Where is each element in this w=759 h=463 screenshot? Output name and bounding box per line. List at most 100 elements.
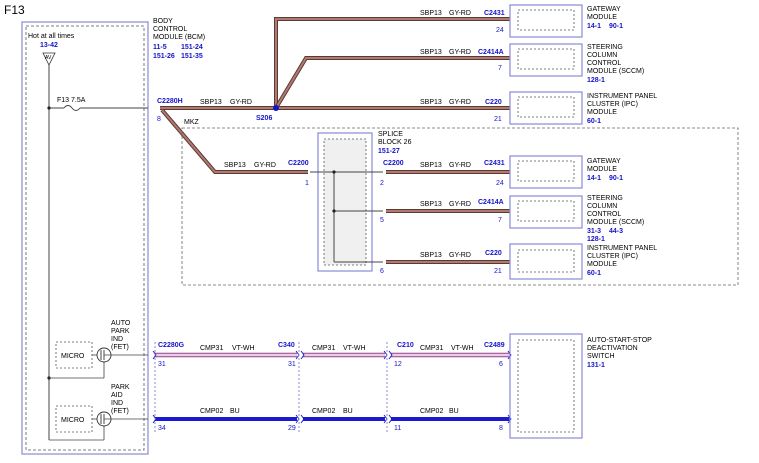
ipc-mid-name-1: INSTRUMENT PANEL: [587, 245, 657, 252]
pin-6: 6: [380, 268, 384, 275]
wire-color-gw-mid: GY-RD: [449, 162, 471, 169]
conn-c340: C340: [278, 342, 295, 349]
conn-c2200-right: C2200: [383, 160, 404, 167]
av-triangle-icon: [42, 52, 56, 66]
conn-c2200-left: C2200: [288, 160, 309, 167]
pin-31-a: 31: [158, 361, 166, 368]
wire-color-bu-b: BU: [343, 408, 353, 415]
pin-24-mid: 24: [496, 180, 504, 187]
wire-color-main: GY-RD: [230, 99, 252, 106]
auto-park-line2: PARK: [111, 328, 130, 335]
pin-31-b: 31: [288, 361, 296, 368]
pin-6-b: 6: [499, 361, 503, 368]
pin-21-mid: 21: [494, 268, 502, 275]
bcm-inner-frame: [25, 25, 145, 451]
pin-7-mid: 7: [498, 217, 502, 224]
conn-c2414a-top: C2414A: [478, 49, 504, 56]
gw-top-ref-1: 14-1: [587, 23, 601, 30]
splice-name-1: SPLICE: [378, 131, 403, 138]
sccm-top-name-3: CONTROL: [587, 60, 621, 67]
auto-park-line1: AUTO: [111, 320, 131, 327]
conn-c2489: C2489: [484, 342, 505, 349]
wire-color-bu-a: BU: [230, 408, 240, 415]
wire-color-sccm-mid: GY-RD: [449, 201, 471, 208]
hot-ref: 13-42: [40, 42, 58, 49]
mkz-label: MKZ: [184, 119, 200, 126]
bcm-name-1: BODY: [153, 18, 173, 25]
sccm-top-name-2: COLUMN: [587, 52, 617, 59]
wire-sbp13-ipc-mid: SBP13: [420, 252, 442, 259]
pin-5: 5: [380, 217, 384, 224]
hot-at-all-times-label: Hot at all times: [28, 33, 75, 40]
bcm-name-3: MODULE (BCM): [153, 34, 205, 41]
park-aid-line2: AID: [111, 392, 123, 399]
wire-color-vtwh-c: VT-WH: [451, 345, 474, 352]
micro-1-label: MICRO: [61, 353, 85, 360]
wire-cmp02-c: CMP02: [420, 408, 443, 415]
wire-color-gw: GY-RD: [449, 10, 471, 17]
gateway-module-top: [509, 4, 583, 38]
ipc-top-ref-1: 60-1: [587, 118, 601, 125]
pin-8-b: 8: [499, 425, 503, 432]
ipc-top-name-3: MODULE: [587, 109, 617, 116]
wire-cmp02-b: CMP02: [312, 408, 335, 415]
wire-sbp13-main: SBP13: [200, 99, 222, 106]
pin-24-top: 24: [496, 27, 504, 34]
park-aid-line3: IND: [111, 400, 123, 407]
sccm-mid-name-2: COLUMN: [587, 203, 617, 210]
pin-11: 11: [394, 425, 401, 432]
bcm-ref-1: 11-5: [153, 44, 167, 51]
wire-color-vtwh-b: VT-WH: [343, 345, 366, 352]
mkz-option-frame: [181, 127, 739, 286]
conn-c2431-mid: C2431: [484, 160, 505, 167]
ipc-module-mid: [509, 243, 583, 280]
gw-top-name-1: GATEWAY: [587, 6, 621, 13]
gy-rd-wires-mkz: [386, 170, 510, 264]
wire-sbp13-sccm-mid: SBP13: [420, 201, 442, 208]
gateway-module-mid: [509, 155, 583, 189]
auto-park-line3: IND: [111, 336, 123, 343]
micro-2-label: MICRO: [61, 417, 85, 424]
wire-sbp13-sccm: SBP13: [420, 49, 442, 56]
conn-c210: C210: [397, 342, 414, 349]
sccm-mid-name-3: CONTROL: [587, 211, 621, 218]
sccm-top-name-4: MODULE (SCCM): [587, 68, 644, 75]
pin-21-top: 21: [494, 116, 502, 123]
auto-park-line4: (FET): [111, 344, 129, 351]
svg-text:AV: AV: [45, 55, 52, 61]
bcm-module: Hot at all times 13-42 AV F13 7.5A MICRO…: [21, 21, 149, 455]
pin-8: 8: [157, 116, 161, 123]
ipc-mid-ref-1: 60-1: [587, 270, 601, 277]
park-aid-line1: PARK: [111, 384, 130, 391]
gw-mid-ref-2: 90-1: [609, 175, 623, 182]
sccm-mid-name-1: STEERING: [587, 195, 623, 202]
ipc-top-name-1: INSTRUMENT PANEL: [587, 93, 657, 100]
assd-name-1: AUTO-START-STOP: [587, 337, 652, 344]
conn-c2280g: C2280G: [158, 342, 185, 349]
wire-sbp13-gw-mid: SBP13: [420, 162, 442, 169]
conn-c220-top: C220: [485, 99, 502, 106]
wire-color-ipc: GY-RD: [449, 99, 471, 106]
gw-top-ref-2: 90-1: [609, 23, 623, 30]
splice-s206-label: S206: [256, 115, 272, 122]
sccm-module-top: [509, 43, 583, 77]
ipc-top-name-2: CLUSTER (IPC): [587, 101, 638, 108]
gw-mid-ref-1: 14-1: [587, 175, 601, 182]
pin-12: 12: [394, 361, 402, 368]
pin-29: 29: [288, 425, 296, 432]
wire-sbp13-mkz: SBP13: [224, 162, 246, 169]
splice-s206-dot: [273, 105, 279, 111]
wire-color-sccm: GY-RD: [449, 49, 471, 56]
sccm-mid-ref-1: 31-3: [587, 228, 601, 235]
bcm-ref-4: 151-35: [181, 53, 203, 60]
sccm-mid-ref-2: 44-3: [609, 228, 623, 235]
gw-mid-name-1: GATEWAY: [587, 158, 621, 165]
wire-sbp13-ipc: SBP13: [420, 99, 442, 106]
wire-cmp02-a: CMP02: [200, 408, 223, 415]
auto-start-stop-switch: [509, 333, 583, 439]
conn-c2414a-mid: C2414A: [478, 199, 504, 206]
sccm-mid-ref-3: 128-1: [587, 236, 605, 243]
bcm-outer-frame: [21, 21, 149, 455]
wire-color-vtwh-a: VT-WH: [232, 345, 255, 352]
